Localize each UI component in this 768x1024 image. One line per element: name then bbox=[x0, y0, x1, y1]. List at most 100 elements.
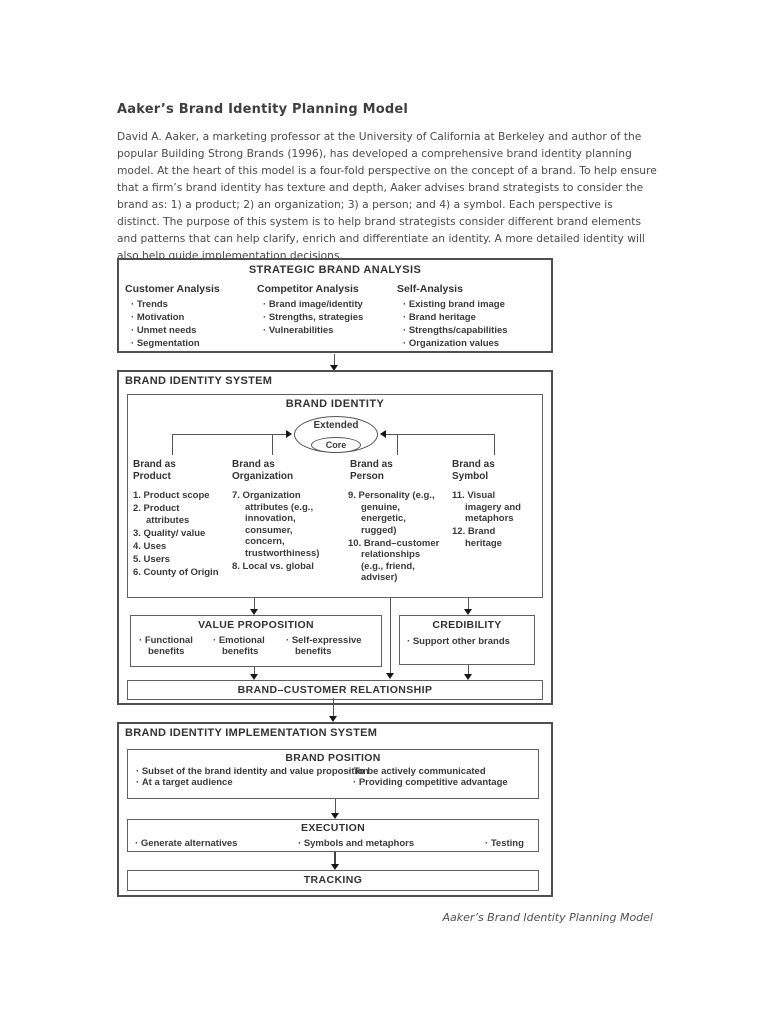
arrow-down-icon bbox=[331, 864, 339, 870]
brand-identity-title: BRAND IDENTITY bbox=[285, 398, 385, 410]
list-item: Vulnerabilities bbox=[263, 324, 407, 337]
arrow-down-icon bbox=[464, 674, 472, 680]
arrow-down-icon bbox=[329, 716, 337, 722]
list-item: Existing brand image bbox=[403, 298, 549, 311]
connector-line bbox=[254, 598, 255, 609]
arrow-down-icon bbox=[386, 673, 394, 679]
connector-line bbox=[254, 667, 255, 674]
list-item: At a target audience bbox=[136, 777, 384, 788]
list-item: Organization values bbox=[403, 337, 549, 350]
implementation-system-box: BRAND IDENTITY IMPLEMENTATION SYSTEM BRA… bbox=[117, 722, 553, 897]
brand-as-symbol-list: 11. Visual imagery and metaphors 12. Bra… bbox=[452, 490, 524, 551]
connector-line bbox=[272, 434, 273, 455]
list-item: 12. Brand heritage bbox=[452, 526, 502, 549]
list-item: Testing bbox=[485, 838, 524, 849]
list-item: Providing competitive advantage bbox=[353, 777, 536, 788]
competitor-analysis-column: Competitor Analysis Brand image/identity… bbox=[257, 283, 407, 337]
column-heading: Competitor Analysis bbox=[257, 283, 359, 295]
list-item: Subset of the brand identity and value p… bbox=[136, 766, 384, 777]
strategic-brand-analysis-box: STRATEGIC BRAND ANALYSIS Customer Analys… bbox=[117, 258, 553, 353]
column-heading: Self-Analysis bbox=[397, 283, 463, 295]
body-paragraph: David A. Aaker, a marketing professor at… bbox=[117, 130, 657, 262]
tracking-label: TRACKING bbox=[303, 874, 363, 886]
value-proposition-box: VALUE PROPOSITION Functional benefits Em… bbox=[130, 615, 382, 667]
list-item: 5. Users bbox=[133, 553, 170, 565]
connector-line bbox=[390, 598, 391, 673]
list-item: 1. Product scope bbox=[133, 490, 210, 501]
extended-label: Extended bbox=[313, 420, 359, 431]
brand-identity-system-box: BRAND IDENTITY SYSTEM BRAND IDENTITY Ext… bbox=[117, 370, 553, 705]
connector-line bbox=[172, 434, 173, 455]
arrow-right-icon bbox=[286, 430, 292, 438]
list-item: 7. Organization attributes (e.g., innova… bbox=[232, 490, 320, 559]
brand-position-box: BRAND POSITION Subset of the brand ident… bbox=[127, 749, 539, 799]
list-item: Support other brands bbox=[407, 636, 529, 647]
page-title: Aaker’s Brand Identity Planning Model bbox=[117, 102, 409, 117]
list-item: 6. County of Origin bbox=[133, 566, 219, 578]
list-item: Symbols and metaphors bbox=[298, 838, 414, 849]
credibility-box: CREDIBILITY Support other brands bbox=[399, 615, 535, 665]
arrow-down-icon bbox=[250, 674, 258, 680]
customer-analysis-column: Customer Analysis Trends Motivation Unme… bbox=[125, 283, 255, 350]
perspective-heading: Brand as Product bbox=[133, 459, 176, 482]
brand-position-title: BRAND POSITION bbox=[285, 752, 381, 764]
tracking-bar: TRACKING bbox=[127, 870, 539, 891]
brand-identity-box: BRAND IDENTITY Extended Core Brand as Pr… bbox=[127, 394, 543, 598]
brand-customer-relationship-bar: BRAND–CUSTOMER RELATIONSHIP bbox=[127, 680, 543, 700]
value-proposition-title: VALUE PROPOSITION bbox=[198, 619, 314, 631]
extended-ellipse: Extended bbox=[294, 416, 378, 453]
list-item: Brand image/identity bbox=[263, 298, 407, 311]
connector-line bbox=[335, 799, 336, 813]
list-item: Functional benefits bbox=[139, 635, 203, 657]
implementation-title: BRAND IDENTITY IMPLEMENTATION SYSTEM bbox=[125, 727, 378, 739]
arrow-down-icon bbox=[464, 609, 472, 615]
brand-as-product-list: 1. Product scope 2. Product attributes 3… bbox=[133, 490, 221, 580]
list-item: 3. Quality/ value bbox=[133, 527, 206, 539]
connector-line bbox=[397, 434, 398, 455]
self-analysis-column: Self-Analysis Existing brand image Brand… bbox=[397, 283, 549, 350]
core-ellipse: Core bbox=[311, 437, 361, 453]
core-label: Core bbox=[325, 440, 347, 450]
list-item: 11. Visual imagery and metaphors bbox=[452, 490, 521, 524]
figure-caption: Aaker’s Brand Identity Planning Model bbox=[442, 911, 653, 924]
list-item: Emotional benefits bbox=[213, 635, 275, 657]
perspective-heading: Brand as Person bbox=[350, 459, 393, 482]
list-item: Generate alternatives bbox=[135, 838, 238, 849]
connector-line bbox=[334, 354, 335, 366]
arrow-left-icon bbox=[380, 430, 386, 438]
list-item: Self-expressive benefits bbox=[286, 635, 374, 657]
list-item: Motivation bbox=[131, 311, 255, 324]
relationship-label: BRAND–CUSTOMER RELATIONSHIP bbox=[237, 684, 433, 696]
brand-as-organization-list: 7. Organization attributes (e.g., innova… bbox=[232, 490, 334, 574]
credibility-title: CREDIBILITY bbox=[432, 619, 502, 631]
list-item: Unmet needs bbox=[131, 324, 255, 337]
list-item: To be actively communicated bbox=[348, 766, 536, 777]
list-item: Strengths, strategies bbox=[263, 311, 407, 324]
arrow-down-icon bbox=[250, 609, 258, 615]
perspective-heading: Brand as Organization bbox=[232, 459, 294, 482]
perspective-heading: Brand as Symbol bbox=[452, 459, 495, 482]
connector-line bbox=[468, 665, 469, 674]
connector-line bbox=[494, 434, 495, 455]
list-item: 4. Uses bbox=[133, 540, 167, 552]
list-item: Segmentation bbox=[131, 337, 255, 350]
connector-line bbox=[468, 598, 469, 609]
arrow-down-icon bbox=[330, 365, 338, 371]
list-item: 2. Product attributes bbox=[133, 503, 190, 526]
arrow-down-icon bbox=[331, 813, 339, 819]
column-heading: Customer Analysis bbox=[125, 283, 220, 295]
strategic-title: STRATEGIC BRAND ANALYSIS bbox=[248, 264, 422, 276]
connector-line bbox=[386, 434, 494, 435]
brand-position-right-list: To be actively communicated Providing co… bbox=[348, 766, 536, 788]
connector-line bbox=[334, 852, 336, 864]
list-item: Brand heritage bbox=[403, 311, 549, 324]
list-item: Trends bbox=[131, 298, 255, 311]
list-item: Strengths/capabilities bbox=[403, 324, 549, 337]
brand-as-person-list: 9. Personality (e.g., genuine, energetic… bbox=[348, 490, 443, 585]
execution-title: EXECUTION bbox=[301, 822, 365, 834]
execution-box: EXECUTION Generate alternatives Symbols … bbox=[127, 819, 539, 852]
connector-line bbox=[333, 698, 334, 716]
list-item: 9. Personality (e.g., genuine, energetic… bbox=[348, 490, 435, 536]
brand-position-left-list: Subset of the brand identity and value p… bbox=[136, 766, 384, 788]
